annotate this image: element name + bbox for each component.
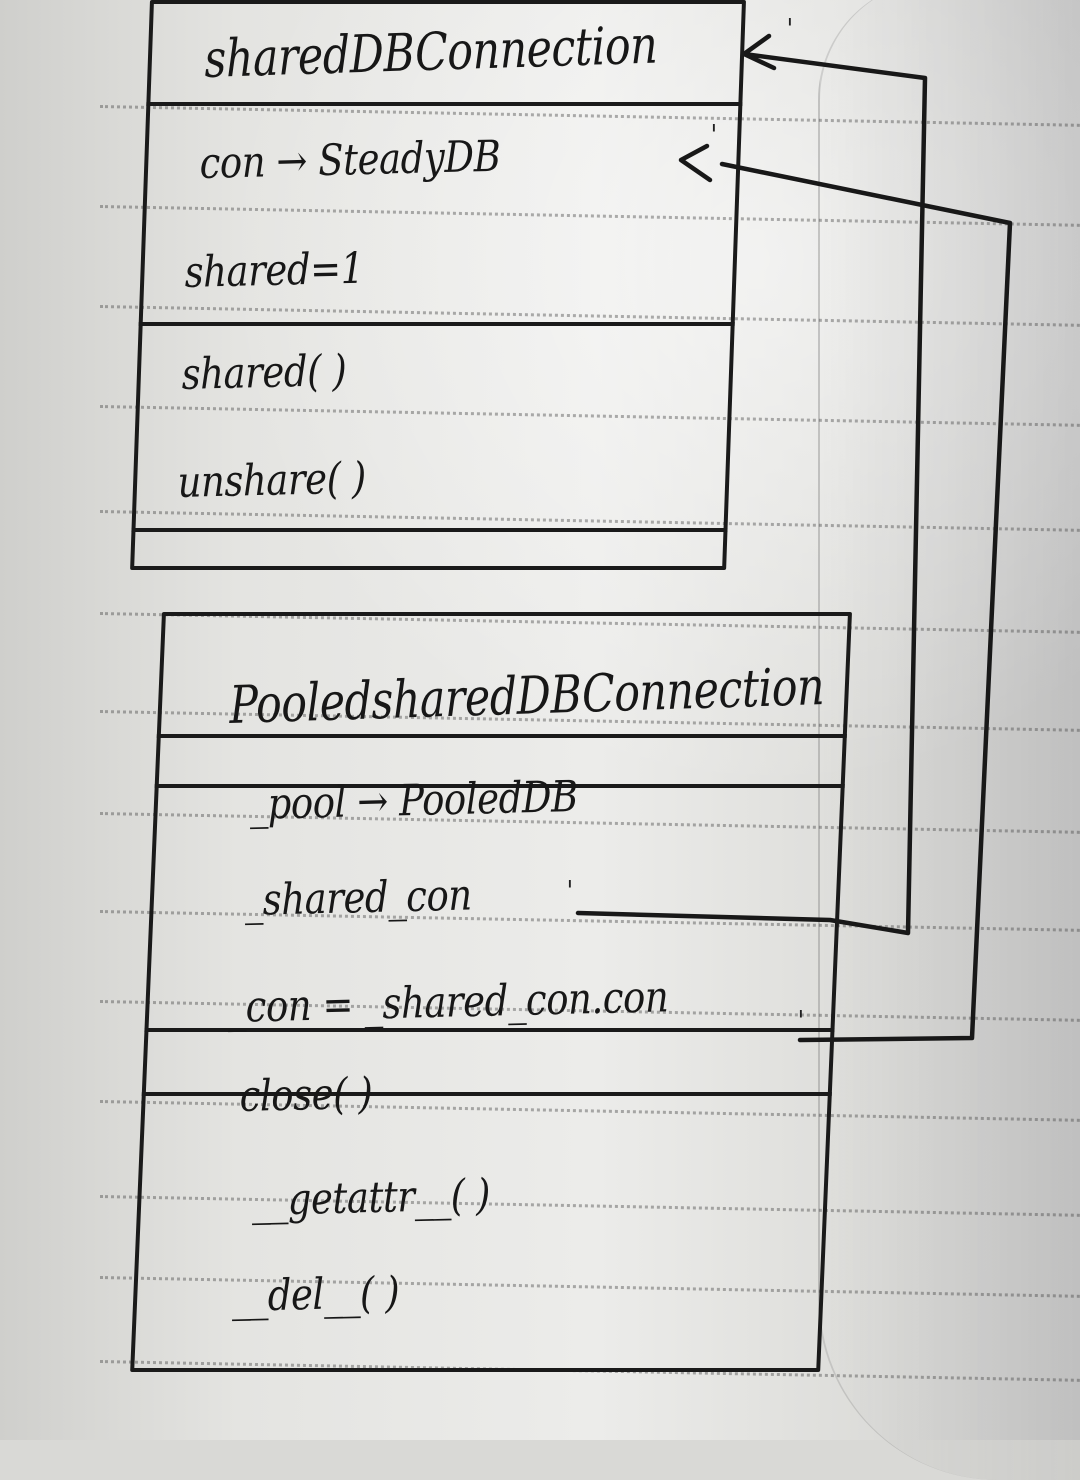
pool-attribute: _pool → PooledDB (249, 772, 579, 830)
tick-mark-icon: ˈ (797, 1005, 805, 1038)
con-attribute: _con = _shared_con.con (227, 972, 669, 1033)
shared-con-attribute: _shared_con (244, 870, 473, 926)
shared-connection-arrow-head (741, 33, 777, 71)
close-method: close( ) (239, 1068, 373, 1122)
del-method: __del__( ) (231, 1267, 400, 1322)
tick-mark-icon: ˈ (786, 13, 794, 46)
tick-mark-icon: ˈ (566, 875, 574, 908)
shared-bottom-divider (131, 528, 728, 532)
tick-mark-icon: ˈ (710, 119, 718, 152)
shared-title-divider (146, 102, 743, 106)
unshare-method: unshare( ) (177, 453, 367, 508)
getattr-method: __getattr__( ) (251, 1170, 491, 1226)
shared-method: shared( ) (181, 345, 347, 400)
shared-methods-divider (138, 322, 735, 326)
con-steadydb-attribute: con → SteadyDB (199, 131, 501, 189)
shared-attribute: shared=1 (184, 243, 365, 298)
shared-db-connection-title: sharedDBConnection (203, 15, 658, 90)
